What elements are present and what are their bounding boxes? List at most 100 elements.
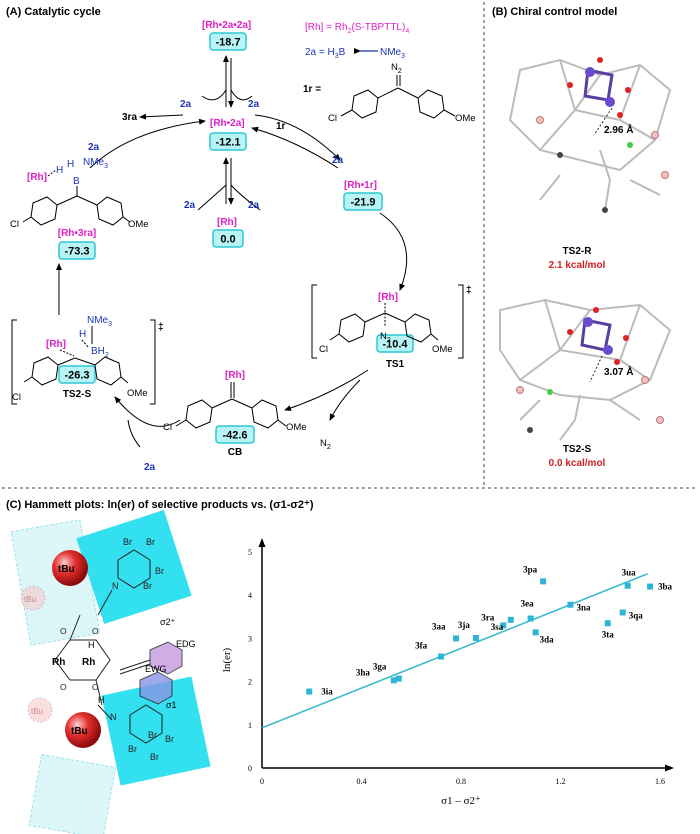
ts2-s-structure: ‡ [Rh] H NMe3 BH2 Cl OMe [11,315,164,405]
svg-text:[Rh]: [Rh] [378,292,398,303]
data-label-3na: 3na [576,603,591,613]
svg-text:N2: N2 [380,331,391,344]
rh-3ra-complex-structure: [Rh] H H B NMe3 Cl OMe [10,157,149,230]
svg-text:Br: Br [146,537,155,547]
label-n2-release: N2 [320,438,331,451]
svg-text:-73.3: -73.3 [64,246,89,258]
svg-text:H: H [98,695,105,705]
svg-text:Rh: Rh [52,657,65,668]
fit-line [261,573,648,729]
amine-borane-definition: 2a = H3B NMe3 [305,47,405,60]
svg-text:Br: Br [150,752,159,762]
svg-text:Br: Br [143,581,152,591]
data-point-3na [567,601,574,608]
svg-text:-42.6: -42.6 [222,430,247,442]
data-point-3ua [624,582,631,589]
data-label-3ua: 3ua [622,568,637,578]
svg-text:TS2-R: TS2-R [563,246,593,257]
svg-text:BH2: BH2 [91,346,109,359]
state-rh-1r: [Rh•1r] -21.9 [343,180,383,211]
svg-text:2.1 kcal/mol: 2.1 kcal/mol [549,260,606,271]
svg-text:-21.9: -21.9 [350,197,375,209]
data-label-3ta: 3ta [602,629,614,639]
label-2a-bottom: 2a [144,462,156,473]
state-rh-3ra: [Rh•3ra] -73.3 [58,228,96,260]
svg-text:tBu: tBu [24,595,36,604]
svg-text:-10.4: -10.4 [382,339,408,351]
panel-b-header: (B) Chiral control model [492,6,617,18]
svg-text:-12.1: -12.1 [215,137,240,149]
svg-text:Br: Br [148,730,157,740]
label-2a-in-top-right: 2a [248,99,260,110]
ts2-r-model: 2.96 Å TS2-R 2.1 kcal/mol [508,57,672,271]
svg-text:σ1: σ1 [166,700,177,710]
svg-text:3.07 Å: 3.07 Å [604,365,633,378]
data-label-3qa: 3qa [629,610,644,620]
svg-text:[Rh•2a]: [Rh•2a] [210,118,245,129]
svg-text:EDG: EDG [176,639,196,649]
label-2a-out-top-left: 2a [180,99,192,110]
data-label-3ea: 3ea [521,599,534,609]
data-label-3ba: 3ba [658,582,673,592]
data-point-3pa [540,578,547,585]
data-point-3ta [604,620,611,627]
ts1-structure: ‡ [Rh] N2 Cl OMe [311,284,472,359]
carbene-cb-structure: [Rh] Cl OMe [163,370,307,433]
data-point-3sa [507,616,514,623]
svg-text:[Rh]: [Rh] [27,172,47,183]
cycle-arrows [56,55,408,448]
label-3ra: 3ra [122,112,137,123]
data-point-3ra [500,622,507,629]
svg-text:[Rh•1r]: [Rh•1r] [344,180,377,191]
svg-text:tBu: tBu [31,707,43,716]
y-tick-label: 1 [248,721,252,730]
data-point-3ja [472,634,479,641]
y-tick-label: 4 [248,591,252,600]
svg-text:Rh: Rh [82,657,95,668]
data-point-3fa [438,653,445,660]
data-label-3ha: 3ha [356,667,371,677]
svg-text:O: O [92,682,99,692]
data-point-3ga [395,675,402,682]
svg-text:OMe: OMe [432,344,453,355]
svg-text:TS2-S: TS2-S [63,389,92,400]
svg-text:[Rh•2a•2a]: [Rh•2a•2a] [202,20,251,31]
y-tick-label: 5 [248,548,252,557]
x-axis-arrowhead [665,764,674,772]
x-tick-label: 0.4 [357,777,367,786]
chart-y-axis-label: ln(er) [221,647,233,672]
data-point-3ea [527,615,534,622]
svg-text:H: H [67,159,74,170]
x-tick-label: 0.8 [456,777,466,786]
label-2a-out-bottom-left: 2a [184,200,196,211]
data-label-3fa: 3fa [415,641,427,651]
svg-text:Cl: Cl [10,219,19,230]
x-tick-label: 0 [260,777,264,786]
svg-text:B: B [73,176,80,187]
svg-text:-18.7: -18.7 [215,37,240,49]
svg-text:OMe: OMe [127,388,148,399]
svg-text:0.0 kcal/mol: 0.0 kcal/mol [549,458,606,469]
data-point-3da [532,629,539,636]
svg-text:N2: N2 [391,62,402,75]
svg-text:N: N [112,581,119,591]
state-ts1: -10.4 TS1 [376,334,414,370]
state-rh: [Rh] 0.0 [212,217,244,248]
svg-text:tBu: tBu [71,726,88,737]
data-label-3sa: 3sa [491,622,504,632]
state-rh-2a: [Rh•2a] -12.1 [209,118,247,151]
svg-text:0.0: 0.0 [220,234,235,246]
svg-text:[Rh]: [Rh] [225,370,245,381]
data-point-3ia [306,688,313,695]
data-label-3ra: 3ra [481,612,494,622]
svg-text:O: O [92,626,99,636]
svg-text:[Rh]: [Rh] [217,217,237,228]
state-cb: -42.6 CB [215,425,255,458]
data-label-3ja: 3ja [458,620,470,630]
rh-definition: [Rh] = Rh2(S-TBPTTL)4 [305,22,409,35]
svg-text:N: N [110,712,117,722]
svg-text:NMe3: NMe3 [380,47,405,60]
svg-text:OMe: OMe [286,422,307,433]
